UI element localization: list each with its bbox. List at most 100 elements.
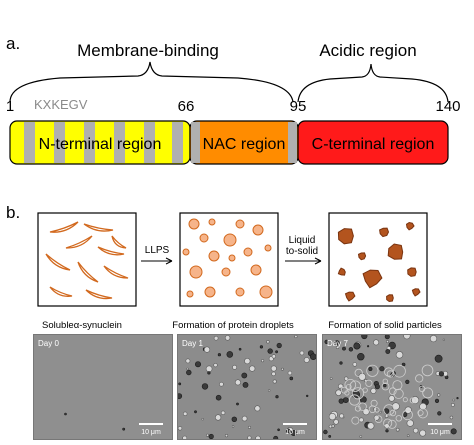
particle xyxy=(254,405,261,412)
micrograph-day-label: Day 0 xyxy=(38,339,59,348)
particle xyxy=(395,427,400,432)
particle xyxy=(208,433,214,439)
particle xyxy=(259,345,263,349)
particle xyxy=(275,350,279,354)
particle-ring xyxy=(383,418,393,428)
particle xyxy=(275,395,279,399)
particle xyxy=(271,371,276,377)
particle-ring xyxy=(349,380,362,392)
particle xyxy=(231,425,235,428)
particle xyxy=(373,339,380,346)
particle-ring xyxy=(393,388,404,399)
droplet xyxy=(223,233,237,247)
particle xyxy=(236,402,239,406)
droplet xyxy=(235,219,245,229)
droplet xyxy=(189,265,203,279)
particle xyxy=(290,430,297,437)
particle xyxy=(328,424,333,429)
particle xyxy=(344,376,349,381)
micrograph-day-label: Day 1 xyxy=(182,339,203,348)
particle xyxy=(64,412,67,416)
particle-ring xyxy=(384,367,394,377)
scale-bar xyxy=(428,423,452,425)
liquid-to-solid-arrowhead xyxy=(314,257,322,265)
droplet xyxy=(204,286,216,298)
particle xyxy=(213,363,218,368)
particle-ring xyxy=(386,370,395,378)
droplet xyxy=(252,224,264,236)
droplet xyxy=(235,287,245,297)
particle-ring xyxy=(354,368,363,378)
monomer xyxy=(83,223,114,232)
particle xyxy=(224,335,231,341)
liquid-label: Liquid xyxy=(289,235,316,246)
particle xyxy=(201,383,209,390)
particle xyxy=(273,435,279,439)
particle xyxy=(234,379,241,386)
acidic-region-brace xyxy=(297,63,449,103)
soluble-monomers xyxy=(45,221,129,300)
particle-ring xyxy=(340,386,348,394)
llps-arrowhead xyxy=(165,257,173,265)
caption-soluble: Solubleα-synuclein xyxy=(42,320,122,331)
particle xyxy=(249,365,256,372)
particle xyxy=(333,419,339,425)
monomer xyxy=(49,221,79,233)
llps-label: LLPS xyxy=(145,245,170,256)
solid-particle xyxy=(386,294,394,303)
particle xyxy=(401,362,406,367)
particle xyxy=(203,346,211,353)
droplet xyxy=(208,218,216,226)
particle xyxy=(328,435,332,438)
particle xyxy=(310,353,316,360)
particle xyxy=(395,351,404,359)
particle xyxy=(261,359,265,363)
nac-region-label: NAC region xyxy=(203,136,286,153)
particle xyxy=(241,415,248,422)
kxkegv-stripes-n xyxy=(24,122,183,163)
monomer xyxy=(65,235,93,249)
particle xyxy=(266,340,270,344)
particle xyxy=(213,335,219,341)
particle-ring xyxy=(389,409,397,417)
particle xyxy=(323,429,328,435)
particle xyxy=(379,410,382,414)
particle xyxy=(352,362,357,367)
particle xyxy=(449,415,454,420)
particle xyxy=(219,381,224,387)
particle xyxy=(207,371,211,375)
particle xyxy=(328,412,336,421)
motif-stripe xyxy=(114,122,125,163)
particle xyxy=(220,410,226,416)
particle-ring xyxy=(365,379,373,387)
particle-ring xyxy=(374,407,380,413)
particle-ring xyxy=(382,378,388,384)
particle xyxy=(361,335,368,340)
particle-ring xyxy=(374,415,383,423)
particle xyxy=(402,412,408,418)
particle xyxy=(194,361,201,368)
particle xyxy=(339,413,344,419)
particle xyxy=(272,379,277,384)
position-66: 66 xyxy=(178,98,195,115)
particle xyxy=(270,365,277,372)
particle-ring xyxy=(409,397,416,404)
particle xyxy=(353,342,361,350)
particle-ring xyxy=(415,374,424,383)
particle xyxy=(186,367,189,371)
particle xyxy=(450,428,457,435)
to-solid-label: to-solid xyxy=(286,246,318,257)
particle xyxy=(335,345,340,349)
particle-ring xyxy=(345,383,352,390)
particle-ring xyxy=(351,416,360,425)
droplet xyxy=(199,233,209,243)
solid-particles xyxy=(337,221,421,303)
micrograph-day-1: Day 1 10 μm xyxy=(177,334,317,440)
droplet xyxy=(228,254,236,262)
scale-bar-label: 10 μm xyxy=(285,429,305,436)
c-terminal-region-label: C-terminal region xyxy=(312,136,435,153)
motif-stripe xyxy=(172,122,183,163)
droplet xyxy=(264,244,272,252)
droplet xyxy=(243,247,253,257)
